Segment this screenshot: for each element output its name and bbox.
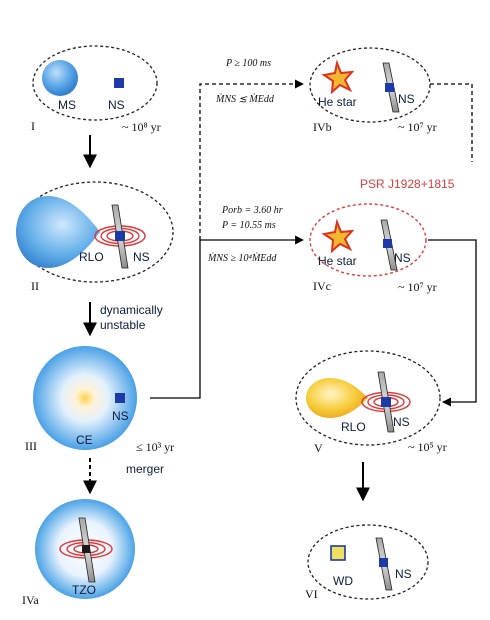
ns-label: NS — [108, 98, 125, 112]
neutron-star — [385, 83, 394, 92]
merger-label: merger — [126, 462, 164, 476]
ivc-condition-porb: Porb = 3.60 hr — [221, 205, 283, 216]
neutron-star — [383, 239, 392, 248]
stage-vi: WD NS VI — [305, 524, 429, 601]
arrow-iii-ivc — [150, 235, 304, 399]
transition-label-line1: dynamically — [100, 303, 163, 317]
ce-label: CE — [76, 433, 93, 447]
stage-ii: RLO NS II — [16, 181, 174, 293]
ivc-condition-period: P = 10.55 ms — [221, 220, 276, 231]
arrow-iii-ivb — [199, 79, 304, 240]
neutron-star — [115, 393, 125, 403]
star-label: He star — [318, 254, 357, 268]
ns-label: NS — [394, 251, 411, 265]
stage-ivb: He star NS IVb ~ 10⁷ yr — [309, 47, 437, 134]
orbit-ellipse — [32, 45, 158, 121]
stage-id: IVc — [313, 279, 331, 293]
timescale: ≤ 10³ yr — [136, 440, 174, 454]
transition-label-line2: unstable — [100, 318, 146, 332]
stage-iii: NS CE III ≤ 10³ yr — [25, 346, 174, 454]
ns-label: NS — [112, 409, 129, 423]
neutron-star — [381, 397, 391, 407]
orbit-ellipse — [309, 203, 427, 277]
orbit-ellipse — [16, 181, 174, 283]
white-dwarf — [330, 545, 346, 561]
timescale: ~ 10⁷ yr — [398, 120, 437, 134]
common-envelope — [33, 346, 137, 450]
stage-id: IVa — [22, 593, 39, 607]
ns-label: NS — [133, 250, 150, 264]
stage-id: VI — [305, 587, 318, 601]
roche-lobe-donor — [16, 196, 100, 268]
stage-iva: TZO IVa — [22, 499, 135, 607]
ivb-condition-period: P ≥ 100 ms — [225, 58, 271, 69]
rlo-label: RLO — [79, 250, 104, 264]
roche-lobe-donor — [306, 378, 368, 418]
he-star — [321, 218, 355, 254]
arrow-ivc-v — [428, 239, 477, 407]
main-sequence-star — [42, 60, 78, 96]
ivb-condition-accretion: ṀNS ≲ ṀEdd — [215, 93, 275, 105]
ivc-condition-accretion: ṀNS ≥ 10⁴ṀEdd — [207, 252, 277, 264]
orbit-ellipse — [309, 47, 431, 123]
orbit-ellipse — [307, 524, 429, 600]
stage-v: RLO NS V ~ 10⁵ yr — [295, 350, 447, 455]
ns-label: NS — [398, 92, 415, 106]
connector-ivb — [430, 83, 473, 162]
stage-id: II — [31, 279, 39, 293]
neutron-star — [379, 558, 388, 567]
ms-label: MS — [58, 98, 76, 112]
neutron-star — [115, 231, 125, 241]
star-label: He star — [318, 95, 357, 109]
stage-id: I — [31, 119, 35, 133]
stage-id: V — [314, 441, 323, 455]
stage-id: III — [25, 439, 37, 453]
ns-label: NS — [395, 567, 412, 581]
timescale: ~ 10⁸ yr — [122, 120, 161, 134]
neutron-star-core — [82, 545, 90, 553]
ns-label: NS — [393, 415, 410, 429]
timescale: ~ 10⁷ yr — [398, 280, 437, 294]
stage-ivc: PSR J1928+1815 He star NS IVc ~ 10⁷ yr — [309, 177, 455, 294]
stage-id: IVb — [313, 120, 332, 134]
tzo-label: TZO — [72, 583, 96, 597]
wd-label: WD — [333, 574, 353, 588]
he-star — [321, 59, 355, 95]
stage-i: MS NS I ~ 10⁸ yr — [31, 45, 161, 134]
pulsar-name: PSR J1928+1815 — [360, 177, 455, 191]
rlo-label: RLO — [341, 420, 366, 434]
timescale: ~ 10⁵ yr — [408, 440, 447, 454]
neutron-star — [114, 78, 124, 88]
orbit-ellipse — [295, 350, 441, 446]
